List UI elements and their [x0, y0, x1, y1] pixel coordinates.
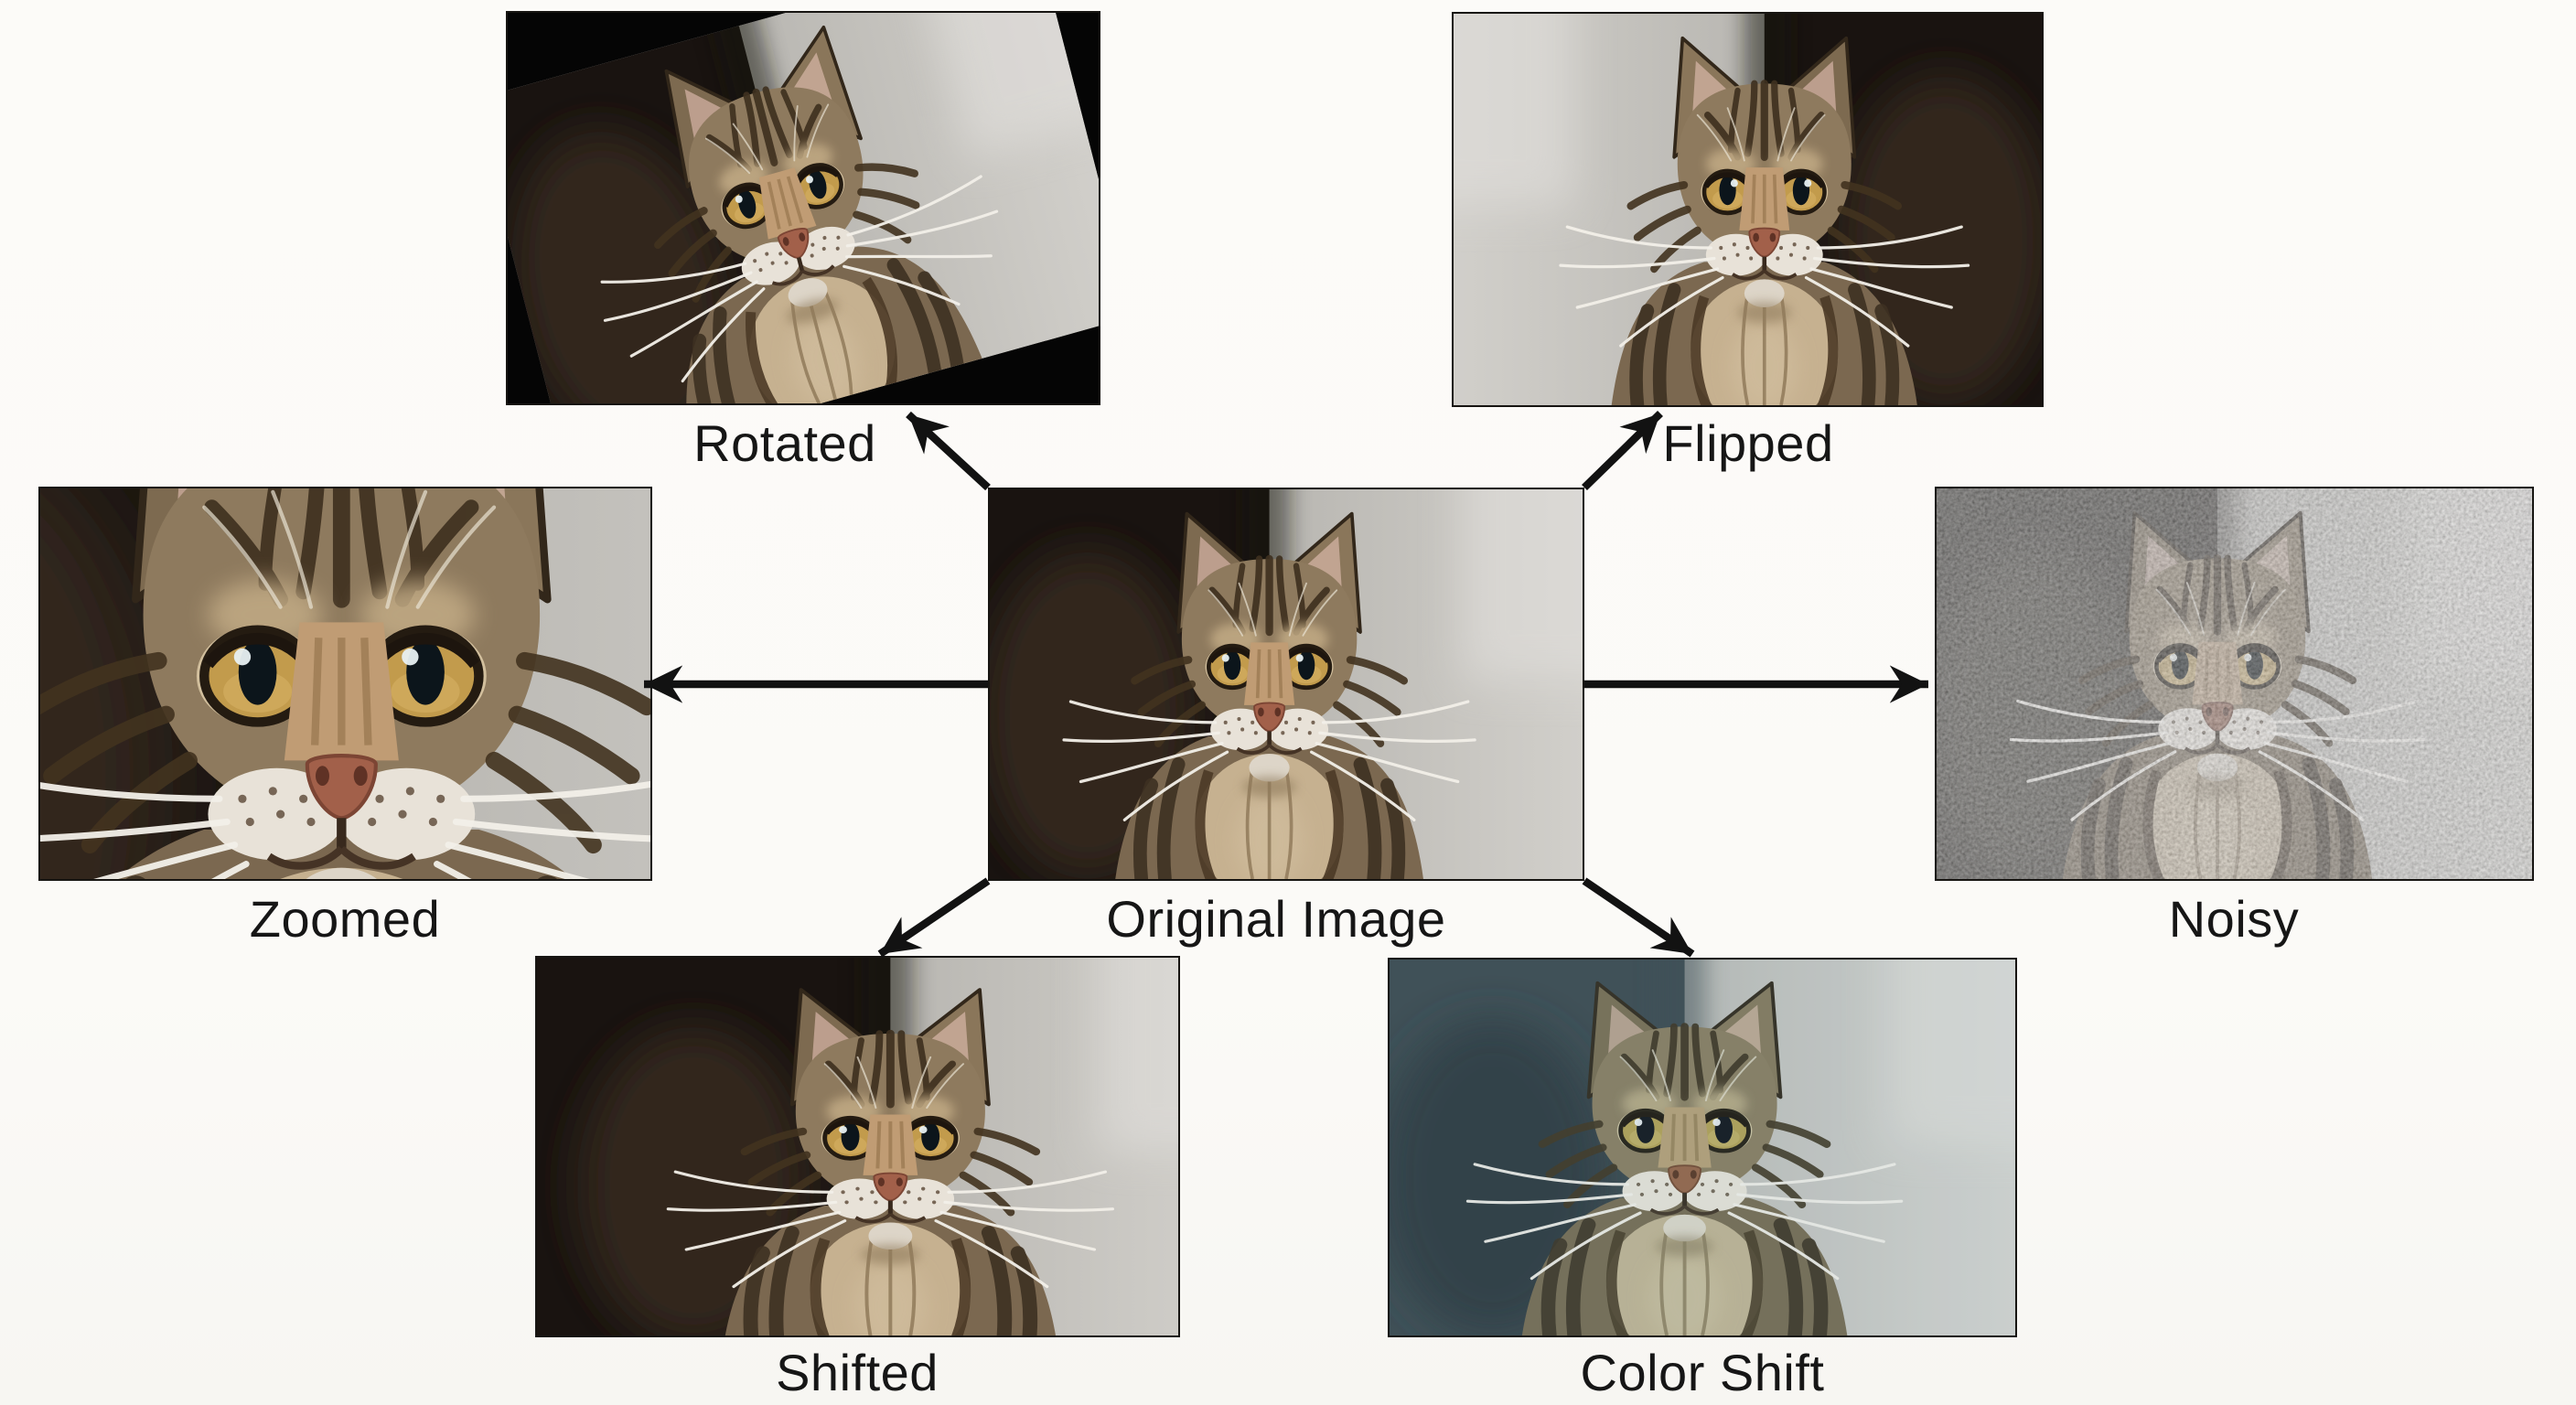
noisy-image-panel — [1935, 487, 2534, 881]
noisy-cat-photo — [1937, 488, 2532, 879]
arrow-to-rotated — [906, 411, 991, 491]
shifted-image-panel — [535, 956, 1180, 1337]
original-image-label: Original Image — [1106, 890, 1446, 948]
color-shift-cat-photo — [1390, 960, 2015, 1335]
zoomed-image-panel — [38, 487, 652, 881]
cat-illustration — [537, 958, 1178, 1335]
shifted-cat-photo — [537, 958, 1178, 1335]
cat-illustration — [1454, 14, 2042, 405]
noisy-label: Noisy — [2168, 890, 2300, 948]
flipped-label: Flipped — [1662, 414, 1834, 472]
original-image-panel — [988, 488, 1584, 881]
color-shift-label: Color Shift — [1580, 1344, 1825, 1401]
cat-illustration — [40, 488, 650, 879]
teal-tint-overlay — [1390, 960, 2015, 1335]
shifted-label: Shifted — [776, 1344, 939, 1401]
color-shift-image-panel — [1388, 958, 2017, 1337]
arrow-to-color-shift — [1582, 877, 1695, 958]
zoomed-label: Zoomed — [249, 890, 441, 948]
rotated-cat-photo — [508, 13, 1099, 403]
original-cat-photo — [990, 489, 1583, 879]
arrow-to-shifted — [877, 877, 991, 958]
noise-overlay — [1937, 488, 2532, 879]
cat-illustration — [990, 489, 1583, 879]
rotated-image-panel — [506, 11, 1100, 405]
flipped-image-panel — [1452, 12, 2044, 407]
cat-illustration — [508, 13, 1099, 403]
arrow-to-flipped — [1582, 410, 1663, 491]
flipped-cat-photo — [1454, 14, 2042, 405]
zoomed-cat-photo — [40, 488, 650, 879]
rotated-label: Rotated — [693, 414, 876, 472]
